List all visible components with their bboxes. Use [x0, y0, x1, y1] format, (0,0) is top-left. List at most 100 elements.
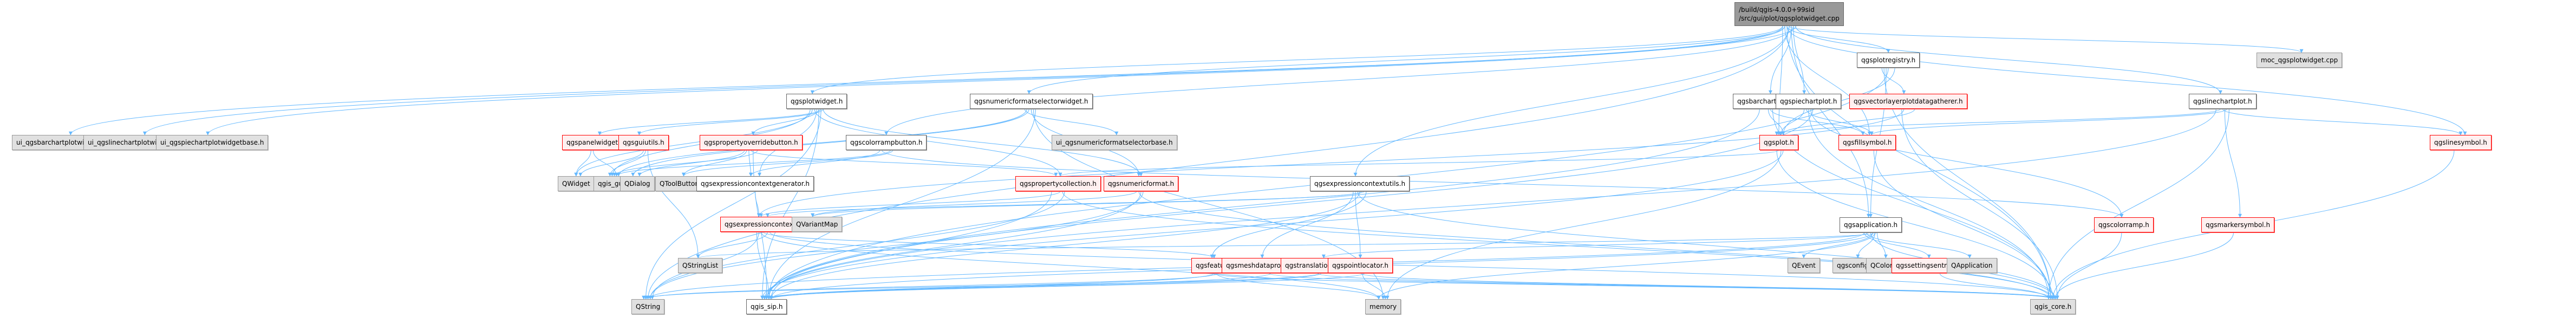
edge-qgsguiutils_h-to-qgis_gui_h	[608, 150, 646, 177]
edge-qgsnumericformatselectorwidget_h-to-qgis_sip_h	[767, 108, 1036, 300]
node-qgsplotregistry-h[interactable]: qgsplotregistry.h	[1857, 53, 1920, 68]
node-qwidget[interactable]: QWidget	[558, 176, 595, 191]
node-qgsplotwidget-h[interactable]: qgsplotwidget.h	[786, 94, 847, 109]
node-label: moc_qgsplotwidget.cpp	[2261, 56, 2338, 64]
root-file-node[interactable]: /build/qgis-4.0.0+99sid /src/gui/plot/qg…	[1734, 2, 1844, 26]
node-label: ui_qgspiechartplotwidgetbase.h	[160, 139, 264, 146]
node-label: qgslinesymbol.h	[2434, 139, 2487, 146]
node-label: QStringList	[682, 262, 719, 269]
edge-root-to-moc_qgsplotwidget_cpp	[1789, 25, 2304, 53]
edge-qgspanelwidget_h-to-qgis_gui_h	[592, 150, 618, 177]
node-qgis-sip-h[interactable]: qgis_sip.h	[746, 299, 787, 314]
node-label: qgspropertyoverridebutton.h	[704, 139, 798, 146]
node-label: qgsplot.h	[1764, 139, 1794, 146]
edge-qgsapplication_h-to-QStringList	[696, 232, 1878, 258]
node-qgslinechartplot-h[interactable]: qgslinechartplot.h	[2189, 94, 2257, 109]
edge-qgspiechartplot_h-to-qgis_core_h	[1808, 108, 2051, 300]
node-label: qgscolorramp.h	[2098, 221, 2149, 229]
node-qgsnumericformat-h[interactable]: qgsnumericformat.h	[1104, 176, 1179, 191]
edge-qgsplotwidget_h-to-qgsguiutils_h	[637, 108, 824, 135]
node-label: qgslinechartplot.h	[2193, 98, 2252, 105]
node-ui-qgspiechartplotwidgetbase-h[interactable]: ui_qgspiechartplotwidgetbase.h	[156, 135, 269, 150]
edge-qgspropertycollection_h-to-qgis_core_h	[1062, 191, 2055, 300]
edge-qgspropertycollection_h-to-QString	[648, 191, 1065, 300]
node-qtoolbutton[interactable]: QToolButton	[655, 176, 703, 191]
node-qvariantmap[interactable]: QVariantMap	[792, 217, 843, 232]
edge-qgsexpressioncontextutils_h-to-qgsmeshdataprovider_h	[1260, 191, 1354, 258]
node-qgsnumericformatselectorwidget-h[interactable]: qgsnumericformatselectorwidget.h	[970, 94, 1093, 109]
node-qdialog[interactable]: QDialog	[620, 176, 655, 191]
edge-qgsplotregistry_h-to-qgsvectorlayerplotdatagatherer_h	[1881, 67, 1906, 94]
edge-qgsexpressioncontextgenerator_h-to-qgsexpressioncontext_h	[755, 191, 761, 217]
edge-qgsmeshdataprovider_h-to-qgis_sip_h	[767, 273, 1271, 300]
edge-qgspointlocator_h-to-memory	[1362, 273, 1387, 300]
node-qgscolorrampbutton-h[interactable]: qgscolorrampbutton.h	[846, 135, 927, 150]
edge-qgsguiutils_h-to-QStringList	[647, 150, 700, 258]
edge-qgspiechartplot_h-to-qgis_sip_h	[765, 108, 1814, 300]
node-qstring[interactable]: QString	[631, 299, 665, 314]
edge-qgsapplication_h-to-qgsconfig_h	[1856, 232, 1876, 258]
edge-qgspointlocator_h-to-qgis_sip_h	[769, 273, 1365, 300]
node-qstringlist[interactable]: QStringList	[678, 258, 723, 273]
node-label: qgsexpressioncontext.h	[725, 221, 802, 228]
node-qgsguiutils-h[interactable]: qgsguiutils.h	[618, 135, 669, 150]
node-ui-qgsnumericformatselectorbase-h[interactable]: ui_qgsnumericformatselectorbase.h	[1052, 135, 1177, 150]
node-label: qgsexpressioncontextgenerator.h	[701, 180, 810, 187]
edge-qgsexpressioncontextutils_h-to-qgspointlocator_h	[1355, 191, 1362, 258]
edge-qgsguiutils_h-to-QWidget	[578, 150, 644, 177]
node-memory[interactable]: memory	[1365, 299, 1401, 314]
edge-qgslinechartplot_h-to-qgis_core_h	[2046, 108, 2229, 300]
edge-qgsexpressioncontextutils_h-to-qgsexpressioncontext_h	[766, 191, 1365, 217]
node-label: qgsnumericformatselectorwidget.h	[974, 98, 1088, 105]
edge-qgspropertyoverridebutton_h-to-QDialog	[637, 150, 745, 177]
node-qevent[interactable]: QEvent	[1788, 258, 1820, 273]
edge-qgsnumericformat_h-to-QVariantMap	[811, 191, 1137, 217]
edge-qgscolorrampbutton_h-to-QToolButton	[682, 150, 894, 177]
edge-qgsnumericformatselectorwidget_h-to-qgis_gui_h	[616, 108, 1027, 177]
edge-qgsexpressioncontext_h-to-qgis_core_h	[769, 231, 2055, 300]
node-label: qgsapplication.h	[1844, 221, 1898, 229]
edge-root-to-qgsplotwidget_h	[810, 25, 1783, 94]
edge-qgspiechartplot_h-to-qgscolorramp_h	[1810, 108, 2124, 218]
node-label: QEvent	[1792, 262, 1816, 269]
edge-qgsbarchartplot_h-to-qgsplot_h	[1768, 108, 1785, 135]
edge-qgsvectorlayerplotdatagatherer_h-to-qgsplot_h	[1779, 108, 1915, 135]
node-moc-qgsplotwidget-cpp[interactable]: moc_qgsplotwidget.cpp	[2257, 53, 2343, 68]
node-qgspropertyoverridebutton-h[interactable]: qgspropertyoverridebutton.h	[700, 135, 803, 150]
node-qapplication[interactable]: QApplication	[1947, 258, 1997, 273]
edge-root-to-qgsbarchartplot_h	[1768, 25, 1792, 94]
node-label: QToolButton	[660, 180, 699, 187]
edge-qgspropertyoverridebutton_h-to-QToolButton	[682, 150, 747, 177]
edge-qgspointlocator_h-to-qgis_core_h	[1360, 273, 2055, 300]
node-qgsfillsymbol-h[interactable]: qgsfillsymbol.h	[1838, 135, 1896, 150]
node-qgsexpressioncontextgenerator-h[interactable]: qgsexpressioncontextgenerator.h	[696, 176, 814, 191]
node-label: qgsconfig.h	[1837, 262, 1875, 269]
node-qgsmarkersymbol-h[interactable]: qgsmarkersymbol.h	[2201, 217, 2275, 232]
node-qgsexpressioncontextutils-h[interactable]: qgsexpressioncontextutils.h	[1310, 176, 1410, 191]
edge-qgsexpressioncontextutils_h-to-QVariantMap	[811, 191, 1362, 217]
node-qgsvectorlayerplotdatagatherer-h[interactable]: qgsvectorlayerplotdatagatherer.h	[1849, 94, 1967, 109]
edge-qgsnumericformat_h-to-qgis_sip_h	[765, 191, 1142, 300]
node-qgspointlocator-h[interactable]: qgspointlocator.h	[1328, 258, 1393, 273]
root-path-line2: /src/gui/plot/qgsplotwidget.cpp	[1739, 15, 1840, 22]
edge-qgsexpressioncontext_h-to-qgsfeature_h	[762, 231, 1216, 258]
node-qgis-core-h[interactable]: qgis_core.h	[2030, 299, 2076, 314]
node-label: QWidget	[562, 180, 590, 187]
edge-root-to-qgscolorrampbutton_h	[884, 25, 1794, 135]
node-qgsapplication-h[interactable]: qgsapplication.h	[1840, 217, 1902, 232]
node-label: qgsguiutils.h	[623, 139, 664, 146]
edge-qgscolorrampbutton_h-to-qgsexpressioncontextgenerator_h	[749, 150, 881, 177]
node-qgspropertycollection-h[interactable]: qgspropertycollection.h	[1015, 176, 1101, 191]
node-label: qgsmarkersymbol.h	[2206, 221, 2271, 229]
node-qgslinesymbol-h[interactable]: qgslinesymbol.h	[2430, 135, 2492, 150]
edge-qgsexpressioncontextutils_h-to-qgis_sip_h	[769, 191, 1360, 300]
node-qgsplot-h[interactable]: qgsplot.h	[1759, 135, 1798, 150]
edge-qgsfeature_h-to-QString	[644, 273, 1219, 300]
edge-root-to-qgsexpressioncontextutils_h	[1353, 25, 1790, 177]
node-qgscolorramp-h[interactable]: qgscolorramp.h	[2094, 217, 2154, 232]
node-label: QColor	[1870, 262, 1893, 269]
node-qgspiechartplot-h[interactable]: qgspiechartplot.h	[1776, 94, 1842, 109]
edge-qgsexpressioncontextutils_h-to-qgis_core_h	[1357, 191, 2057, 300]
